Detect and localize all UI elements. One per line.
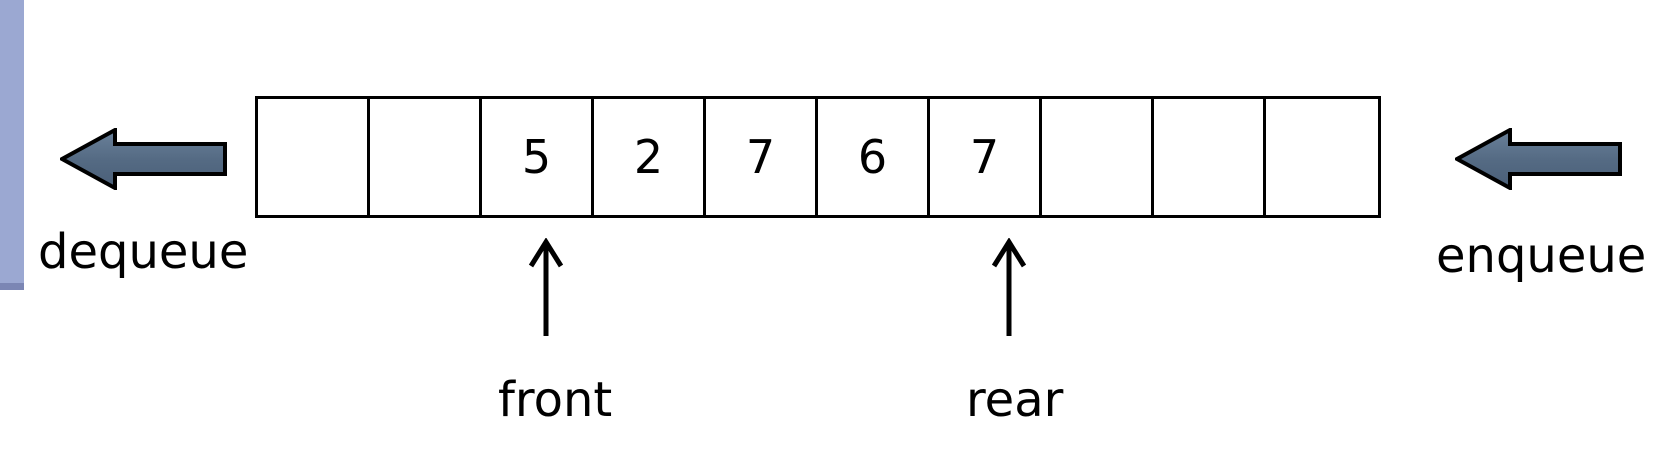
queue-cell-7 xyxy=(1042,99,1154,215)
queue-cell-4: 7 xyxy=(706,99,818,215)
dequeue-arrow-icon xyxy=(60,128,227,190)
slide-accent-bar xyxy=(0,0,24,290)
queue-cell-6: 7 xyxy=(930,99,1042,215)
queue-cell-9 xyxy=(1266,99,1378,215)
rear-label: rear xyxy=(966,372,1064,428)
queue-cell-5: 6 xyxy=(818,99,930,215)
queue-cell-0 xyxy=(258,99,370,215)
queue-cell-2: 5 xyxy=(482,99,594,215)
enqueue-label: enqueue xyxy=(1436,228,1647,284)
slide-accent-bar-edge xyxy=(0,283,24,290)
queue-cell-8 xyxy=(1154,99,1266,215)
queue-cell-1 xyxy=(370,99,482,215)
front-pointer-up-arrow-icon xyxy=(528,238,564,336)
dequeue-label: dequeue xyxy=(38,224,249,280)
rear-pointer-up-arrow-icon xyxy=(991,238,1027,336)
queue-array: 5 2 7 6 7 xyxy=(255,96,1381,218)
queue-cell-3: 2 xyxy=(594,99,706,215)
front-label: front xyxy=(498,372,613,428)
enqueue-arrow-icon xyxy=(1455,128,1622,190)
